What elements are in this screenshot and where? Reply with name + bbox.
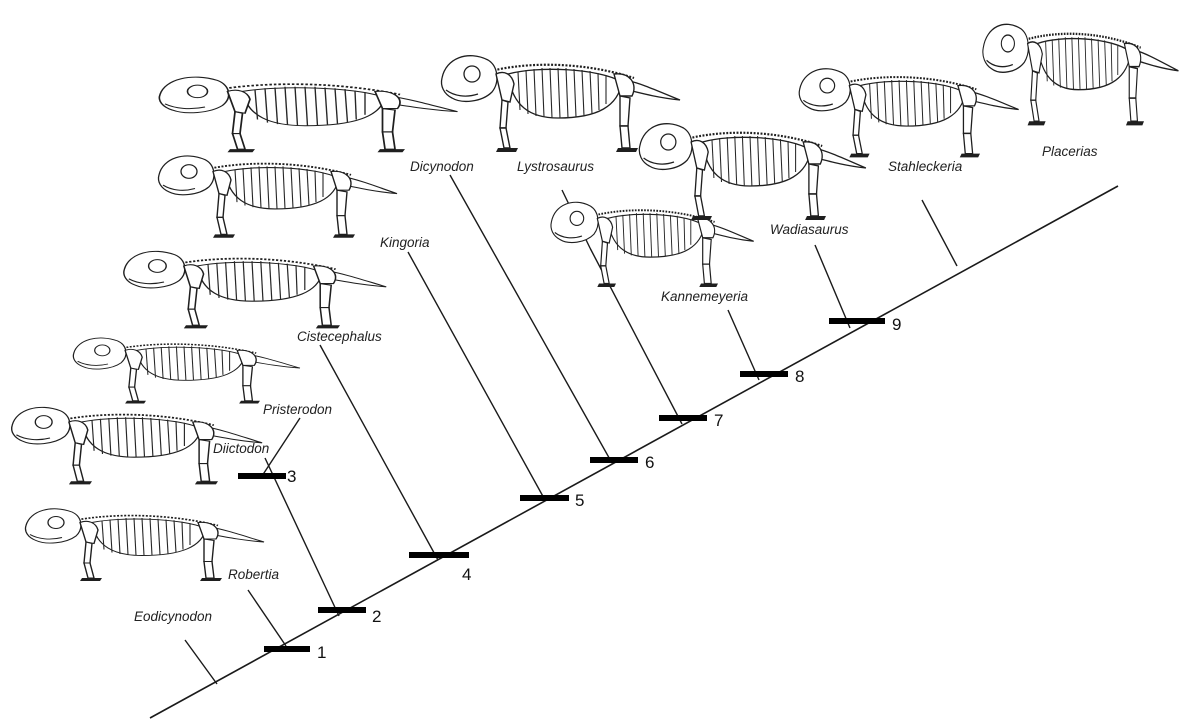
skeleton-pristerodon — [124, 251, 386, 328]
branch-robertia — [248, 590, 286, 646]
taxon-label-pristerodon: Pristerodon — [263, 402, 332, 417]
skeleton-cistecephalus — [158, 156, 397, 238]
skeleton-wadiasaurus — [799, 69, 1018, 158]
taxon-label-diictodon: Diictodon — [213, 441, 269, 456]
taxon-label-stahleckeria: Stahleckeria — [888, 159, 963, 174]
taxon-label-kannemeyeria: Kannemeyeria — [661, 289, 749, 304]
branch-eodicynodon — [185, 640, 217, 684]
node-label-3: 3 — [287, 467, 296, 486]
branch-diictodon — [265, 458, 339, 616]
taxon-label-kingoria: Kingoria — [380, 235, 430, 250]
node-bar-1 — [264, 646, 310, 652]
node-label-9: 9 — [892, 315, 901, 334]
branch-kannemeyeria — [728, 310, 759, 380]
node-bar-6 — [590, 457, 638, 463]
node-label-2: 2 — [372, 607, 381, 626]
taxon-label-cistecephalus: Cistecephalus — [297, 329, 382, 344]
skeleton-stahleckeria — [983, 24, 1179, 125]
skeleton-illustrations — [12, 24, 1179, 581]
node-label-5: 5 — [575, 491, 584, 510]
node-label-1: 1 — [317, 643, 326, 662]
node-bar-8 — [740, 371, 788, 377]
node-bar-4 — [409, 552, 469, 558]
taxon-label-eodicynodon: Eodicynodon — [134, 609, 212, 624]
branch-cistecephalus — [320, 345, 438, 560]
branch-stahleckeria — [922, 200, 957, 266]
skeleton-kannemeyeria — [639, 124, 866, 220]
skeleton-kingoria — [159, 77, 457, 152]
taxon-label-lystrosaurus: Lystrosaurus — [517, 159, 594, 174]
branch-wadiasaurus — [815, 245, 850, 328]
node-label-4: 4 — [462, 565, 471, 584]
node-bar-5 — [520, 495, 569, 501]
skeleton-lystrosaurus — [551, 202, 754, 287]
node-labels: 1 2 3 4 5 6 7 8 9 — [287, 315, 901, 662]
node-label-8: 8 — [795, 367, 804, 386]
taxon-label-placerias: Placerias — [1042, 144, 1098, 159]
node-bar-2 — [318, 607, 366, 613]
node-label-7: 7 — [714, 411, 723, 430]
node-bar-9 — [829, 318, 885, 324]
taxon-label-dicynodon: Dicynodon — [410, 159, 474, 174]
taxon-label-robertia: Robertia — [228, 567, 280, 582]
branches — [185, 175, 957, 684]
skeleton-diictodon — [73, 338, 300, 403]
taxon-label-wadiasaurus: Wadiasaurus — [770, 222, 849, 237]
node-label-6: 6 — [645, 453, 654, 472]
node-bar-7 — [659, 415, 707, 421]
branch-kingoria — [408, 252, 545, 500]
node-bar-3 — [238, 473, 286, 479]
